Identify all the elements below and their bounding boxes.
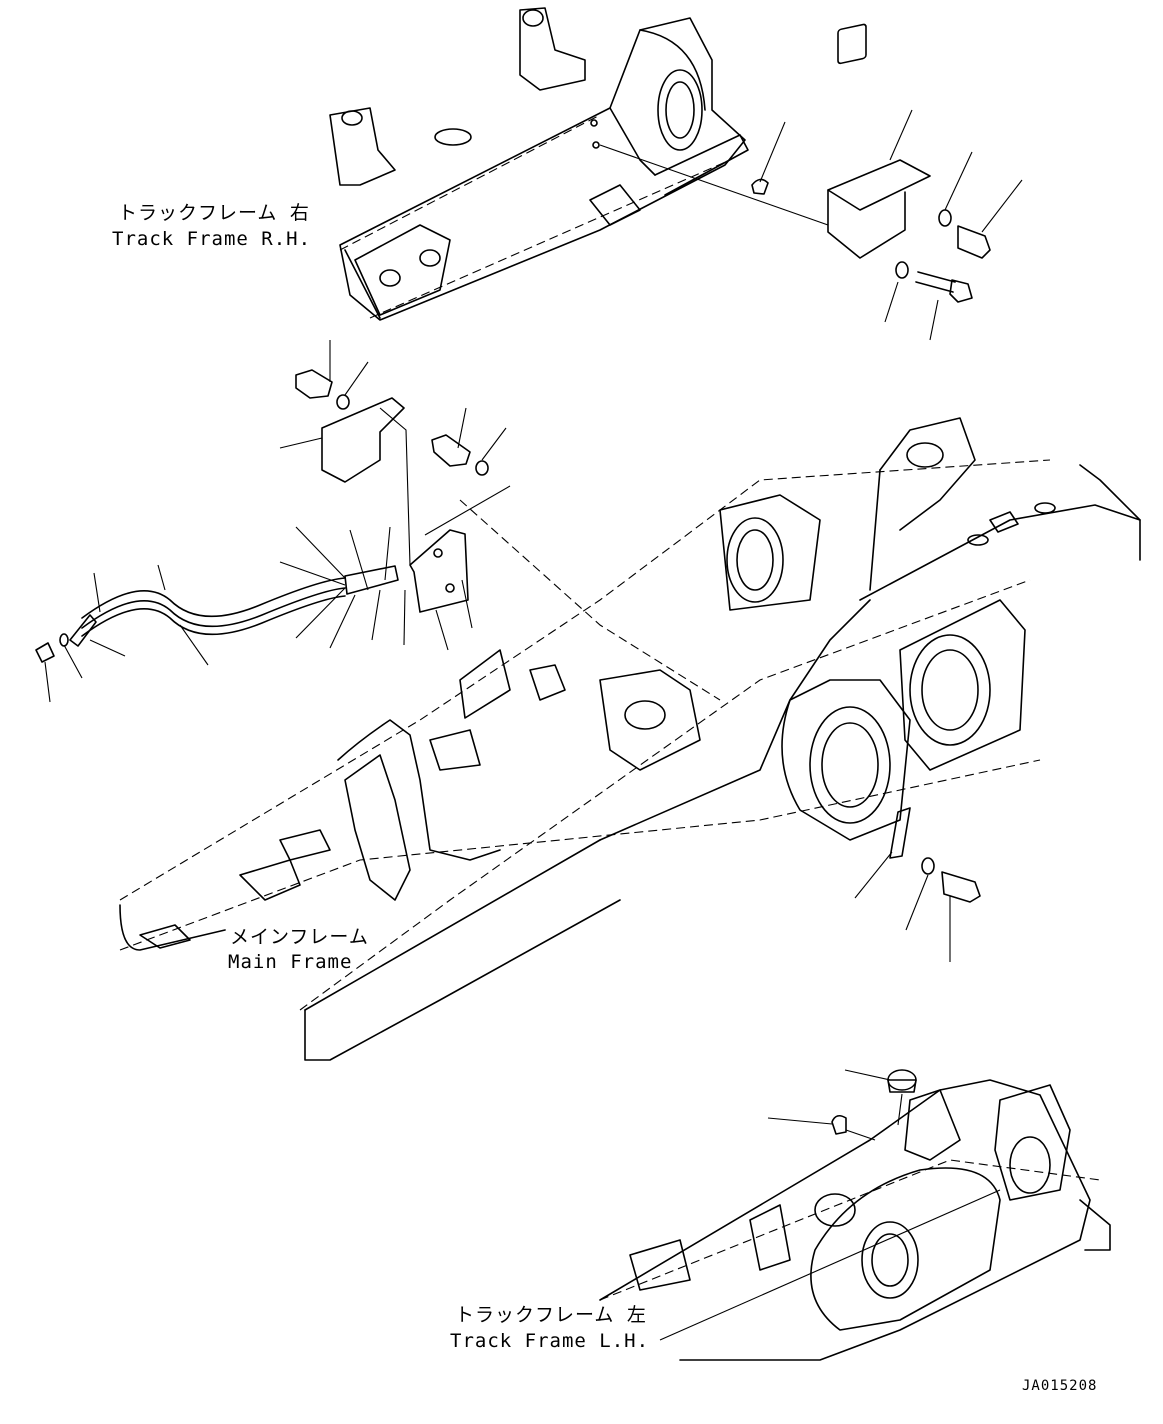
side-cover-assembly — [599, 23, 1023, 341]
track-frame-lh-label-en: Track Frame L.H. — [450, 1330, 650, 1352]
track-frame-lh-label-jp: トラックフレーム 左 — [455, 1304, 647, 1326]
track-frame-rh — [329, 7, 749, 321]
main-frame — [119, 417, 1141, 1061]
lower-bracket-parts — [854, 807, 981, 962]
track-frame-rh-label-en: Track Frame R.H. — [112, 228, 312, 250]
main-frame-label-en: Main Frame — [228, 951, 353, 973]
hydraulic-hoses — [35, 526, 473, 703]
track-frame-rh-label-jp: トラックフレーム 右 — [118, 202, 310, 224]
drawing-code: JA015208 — [1022, 1378, 1098, 1394]
bracket-bolt-parts — [279, 340, 511, 566]
track-frame-lh — [599, 1069, 1111, 1361]
main-frame-label-jp: メインフレーム — [230, 926, 369, 948]
